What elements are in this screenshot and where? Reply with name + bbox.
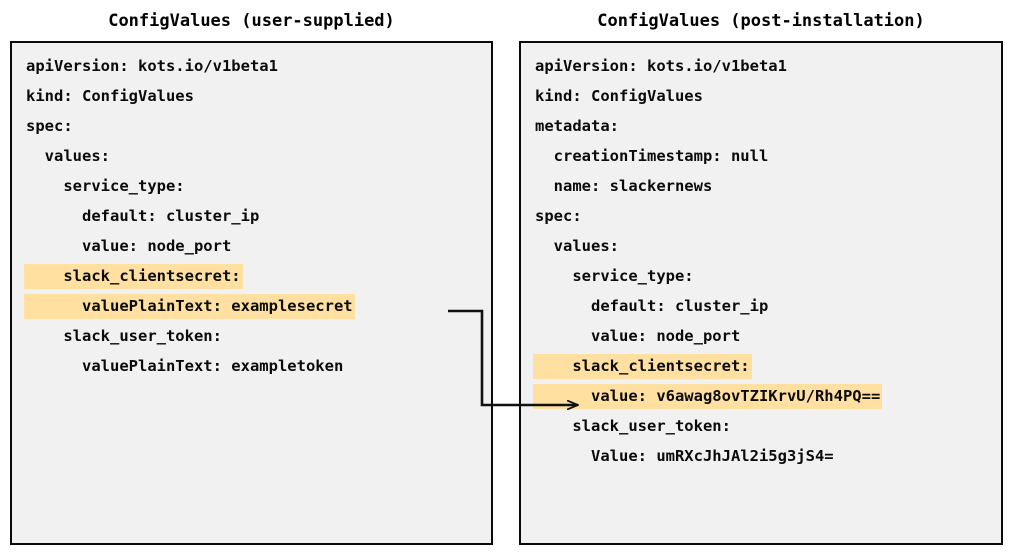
highlighted-code-text: slack_clientsecret: [533,354,752,379]
code-line: values: [24,141,487,171]
code-line: valuePlainText: exampletoken [24,351,487,381]
code-line: kind: ConfigValues [24,81,487,111]
code-text: apiVersion: kots.io/v1beta1 [535,57,787,75]
code-line: slack_clientsecret: [533,351,997,381]
highlighted-code-text: slack_clientsecret: [24,264,243,289]
code-line: default: cluster_ip [24,201,487,231]
code-text: slack_user_token: [26,327,222,345]
code-line: metadata: [533,111,997,141]
code-line: name: slackernews [533,171,997,201]
code-text: value: node_port [26,237,232,255]
code-text: kind: ConfigValues [26,87,194,105]
code-line: values: [533,231,997,261]
code-line: apiVersion: kots.io/v1beta1 [533,51,997,81]
code-line: kind: ConfigValues [533,81,997,111]
code-line: spec: [533,201,997,231]
code-line: spec: [24,111,487,141]
right-config-code: apiVersion: kots.io/v1beta1 kind: ConfigV… [533,51,997,471]
code-text: apiVersion: kots.io/v1beta1 [26,57,278,75]
code-text: default: cluster_ip [535,297,769,315]
code-text: Value: umRXcJhJAl2i5g3jS4= [535,447,834,465]
code-line: slack_clientsecret: [24,261,487,291]
code-line: slack_user_token: [533,411,997,441]
code-text: default: cluster_ip [26,207,260,225]
code-line: value: v6awag8ovTZIKrvU/Rh4PQ== [533,381,997,411]
left-config-panel: apiVersion: kots.io/v1beta1 kind: ConfigV… [10,41,493,545]
code-text: service_type: [26,177,185,195]
code-line: slack_user_token: [24,321,487,351]
code-line: valuePlainText: examplesecret [24,291,487,321]
code-text: creationTimestamp: null [535,147,769,165]
code-line: value: node_port [533,321,997,351]
code-text: value: node_port [535,327,741,345]
code-text: values: [535,237,619,255]
code-line: apiVersion: kots.io/v1beta1 [24,51,487,81]
right-config-panel: apiVersion: kots.io/v1beta1 kind: ConfigV… [519,41,1003,545]
code-text: kind: ConfigValues [535,87,703,105]
code-text: metadata: [535,117,619,135]
left-panel-title: ConfigValues (user-supplied) [108,11,395,31]
code-line: value: node_port [24,231,487,261]
code-text: spec: [26,117,73,135]
code-text: slack_user_token: [535,417,731,435]
code-line: service_type: [533,261,997,291]
code-text: valuePlainText: exampletoken [26,357,344,375]
code-line: service_type: [24,171,487,201]
code-line: Value: umRXcJhJAl2i5g3jS4= [533,441,997,471]
code-text: service_type: [535,267,694,285]
code-line: creationTimestamp: null [533,141,997,171]
code-text: name: slackernews [535,177,713,195]
right-panel-title: ConfigValues (post-installation) [597,11,925,31]
left-config-code: apiVersion: kots.io/v1beta1 kind: ConfigV… [24,51,487,381]
highlighted-code-text: valuePlainText: examplesecret [24,294,355,319]
highlighted-code-text: value: v6awag8ovTZIKrvU/Rh4PQ== [533,384,883,409]
code-text: spec: [535,207,582,225]
code-text: values: [26,147,110,165]
code-line: default: cluster_ip [533,291,997,321]
